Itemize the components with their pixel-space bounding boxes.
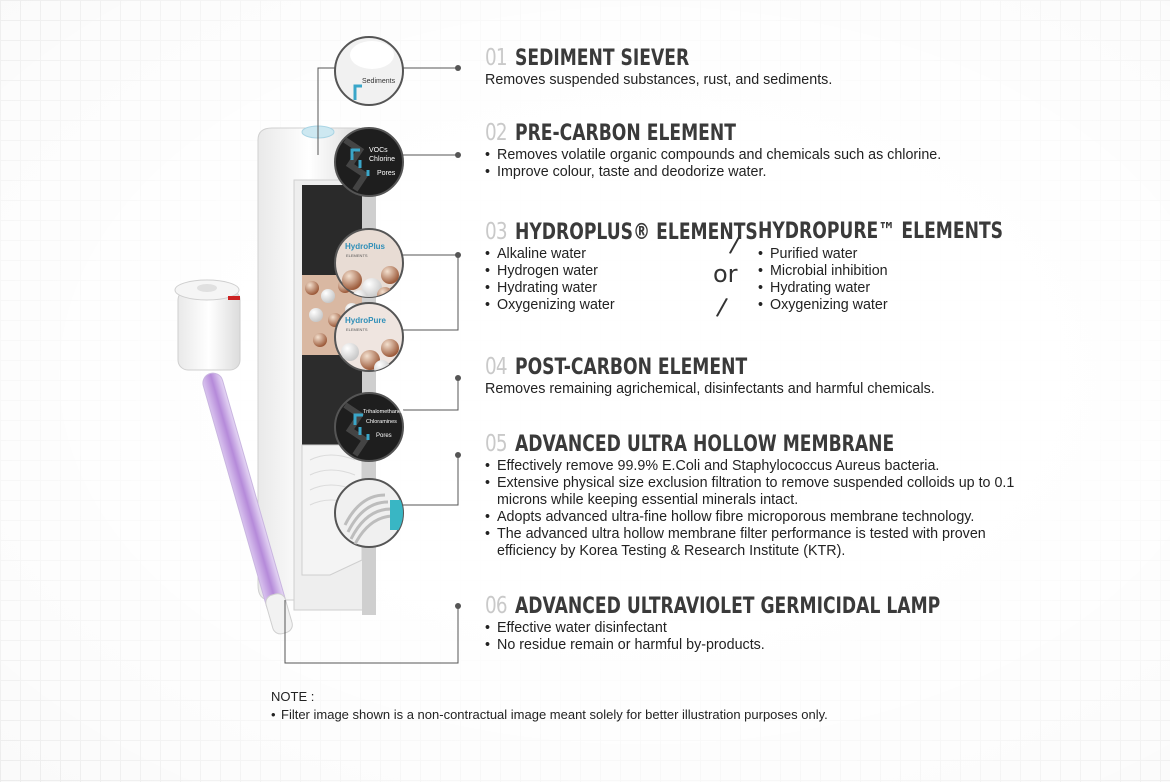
hydropure-zoom-circle: HydroPure ELEMENTS (334, 302, 404, 372)
trihalomethanes-label: Trihalomethanes (363, 409, 404, 415)
chloramines-label: Chloramines (366, 419, 397, 425)
section-title: PRE-CARBON ELEMENT (514, 121, 736, 146)
section-title: ADVANCED ULTRA HOLLOW MEMBRANE (514, 432, 894, 457)
bullet-item: Improve colour, taste and deodorize wate… (485, 164, 941, 181)
note-text: Filter image shown is a non-contractual … (281, 707, 828, 722)
section-03-hydroplus: 03 HYDROPLUS® ELEMENTS Alkaline water Hy… (485, 218, 826, 314)
section-number: 01 (485, 45, 508, 71)
post-carbon-zoom-circle: Trihalomethanes Chloramines Pores (334, 392, 404, 462)
bullet-item: Adopts advanced ultra-fine hollow fibre … (485, 509, 1025, 526)
section-04: 04 POST-CARBON ELEMENT Removes remaining… (485, 353, 935, 398)
bullet-item: Removes volatile organic compounds and c… (485, 147, 941, 164)
section-01: 01 SEDIMENT SIEVER Removes suspended sub… (485, 44, 832, 89)
section-bullets: Purified water Microbial inhibition Hydr… (758, 246, 1072, 314)
section-number: 03 (485, 219, 508, 245)
bullet-item: Oxygenizing water (485, 297, 826, 314)
bullet-item: Effectively remove 99.9% E.Coli and Stap… (485, 458, 1025, 475)
bullet-item: Oxygenizing water (758, 297, 1072, 314)
uv-lamp (174, 279, 293, 635)
vocs-label: VOCs (369, 147, 388, 154)
hydroplus-elements-text: ELEMENTS (346, 253, 368, 258)
section-bullets: Removes volatile organic compounds and c… (485, 147, 941, 181)
bullet-item: Purified water (758, 246, 1072, 263)
section-title: SEDIMENT SIEVER (514, 46, 689, 71)
pores-label-2: Pores (376, 433, 392, 439)
connector-lines (284, 67, 459, 664)
bullet-item: Hydrogen water (485, 263, 826, 280)
hydroplus-zoom-circle: HydroPlus ELEMENTS (334, 228, 404, 298)
pores-label: Pores (377, 170, 396, 177)
section-number: 05 (485, 431, 508, 457)
sediment-zoom-circle: Sediments (334, 36, 404, 106)
section-bullets: Effective water disinfectant No residue … (485, 620, 1060, 654)
or-label: or (713, 260, 738, 288)
bullet-item: Effective water disinfectant (485, 620, 1060, 637)
bullet-item: Extensive physical size exclusion filtra… (485, 475, 1025, 509)
connector-dots (455, 65, 461, 609)
section-bullets: Effectively remove 99.9% E.Coli and Stap… (485, 458, 1025, 560)
section-number: 04 (485, 354, 508, 380)
bullet-item: The advanced ultra hollow membrane filte… (485, 526, 1025, 560)
membrane-housing (301, 444, 363, 576)
note: NOTE : •Filter image shown is a non-cont… (271, 688, 828, 724)
bullet-item: Alkaline water (485, 246, 826, 263)
section-description: Removes remaining agrichemical, disinfec… (485, 381, 935, 397)
pre-carbon-zoom-circle: VOCs Chlorine Pores (334, 127, 404, 197)
section-title: POST-CARBON ELEMENT (514, 355, 747, 380)
section-description: Removes suspended substances, rust, and … (485, 72, 833, 88)
section-number: 02 (485, 120, 508, 146)
section-title: HYDROPLUS® ELEMENTS (514, 220, 758, 245)
section-bullets: Alkaline water Hydrogen water Hydrating … (485, 246, 826, 314)
section-06: 06 ADVANCED ULTRAVIOLET GERMICIDAL LAMP … (485, 592, 1060, 654)
sediments-label: Sediments (362, 78, 396, 85)
section-title: HYDROPURE™ ELEMENTS (758, 219, 1004, 244)
note-text-row: •Filter image shown is a non-contractual… (271, 707, 828, 722)
bullet-item: No residue remain or harmful by-products… (485, 637, 1060, 654)
section-03-hydropure: HYDROPURE™ ELEMENTS Purified water Micro… (758, 218, 1072, 314)
note-label: NOTE : (271, 689, 315, 704)
membrane-zoom-circle (334, 478, 404, 548)
chlorine-label: Chlorine (369, 156, 395, 163)
hydroplus-logo-text: HydroPlus (345, 242, 386, 251)
section-number: 06 (485, 593, 508, 619)
bullet-item: Microbial inhibition (758, 263, 1072, 280)
section-02: 02 PRE-CARBON ELEMENT Removes volatile o… (485, 119, 941, 181)
hydropure-logo-text: HydroPure (345, 316, 386, 325)
hydropure-elements-text: ELEMENTS (346, 327, 368, 332)
bullet-item: Hydrating water (485, 280, 826, 297)
bullet-item: Hydrating water (758, 280, 1072, 297)
section-title: ADVANCED ULTRAVIOLET GERMICIDAL LAMP (514, 594, 940, 619)
section-05: 05 ADVANCED ULTRA HOLLOW MEMBRANE Effect… (485, 430, 1045, 560)
